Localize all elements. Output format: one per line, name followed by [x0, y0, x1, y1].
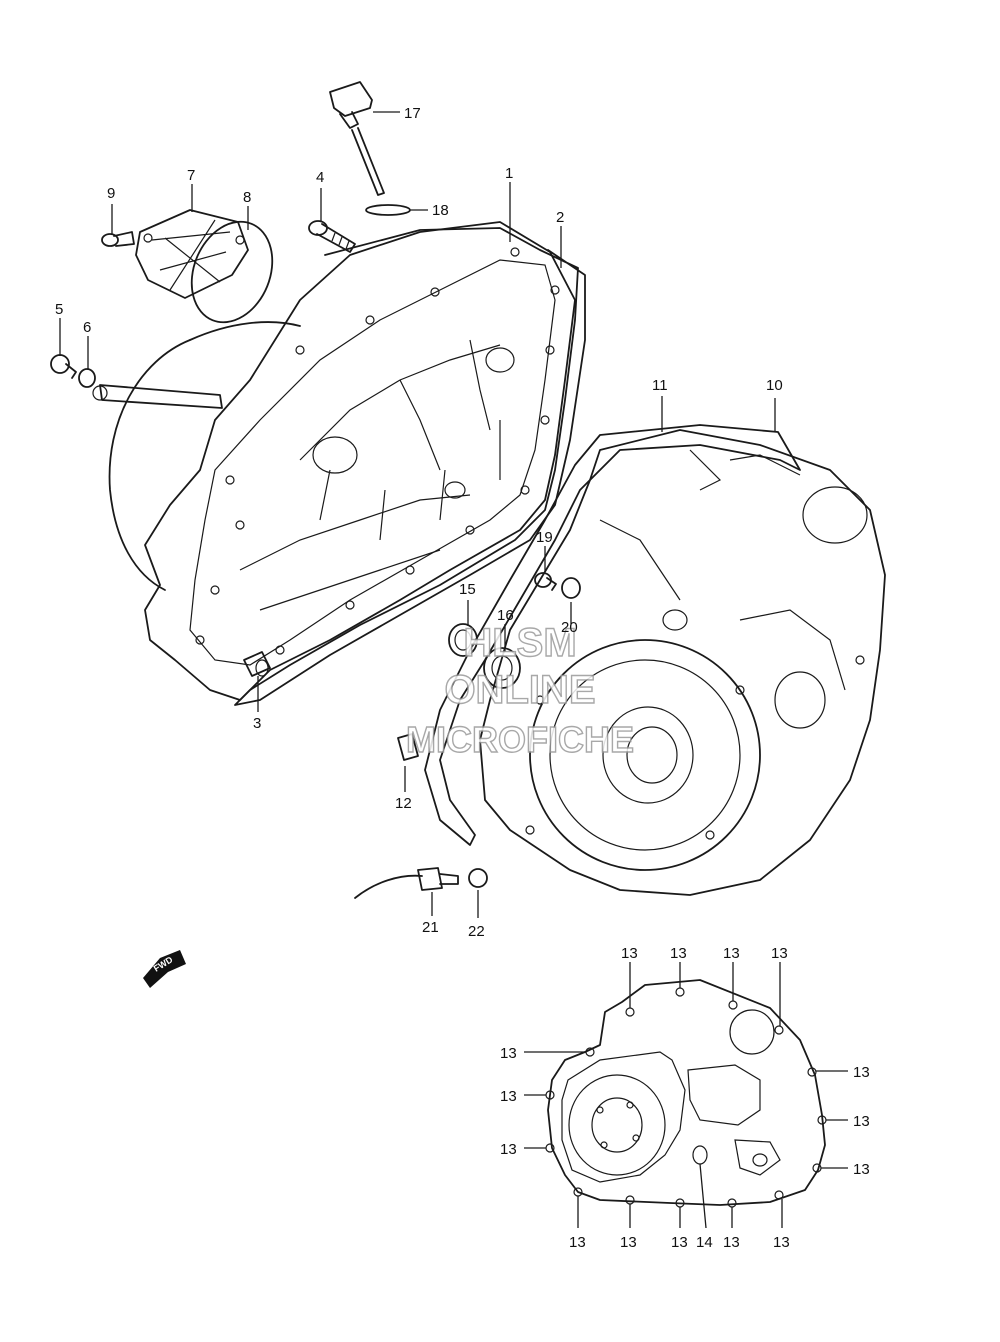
callout-13: 13	[500, 1045, 517, 1062]
gasket-left	[234, 227, 586, 706]
callout-6: 6	[83, 319, 91, 336]
callout-13: 13	[500, 1141, 517, 1158]
callout-13: 13	[773, 1234, 790, 1251]
callout-12: 12	[395, 795, 412, 812]
watermark-line-2: ONLINE	[444, 668, 595, 712]
watermark: HLSM ONLINE MICROFICHE	[405, 620, 634, 760]
callout-labels: 17 18 4 1 2 7 8 9 5 6 3 11 10 19 15 16 2…	[55, 105, 870, 1251]
washer-22	[468, 868, 488, 888]
cover-cap-7	[135, 209, 249, 299]
callout-13: 13	[621, 945, 638, 962]
callout-15: 15	[459, 581, 476, 598]
washer-20	[561, 577, 581, 599]
callout-13: 13	[723, 945, 740, 962]
callout-13: 13	[500, 1088, 517, 1105]
seal-15	[448, 623, 478, 657]
callout-2: 2	[556, 209, 564, 226]
crankcase-cover-left	[92, 221, 576, 701]
plug-5	[50, 354, 77, 379]
bearing-16	[483, 647, 521, 689]
callout-7: 7	[187, 167, 195, 184]
callout-20: 20	[561, 619, 578, 636]
callout-8: 8	[243, 189, 251, 206]
callout-13: 13	[853, 1161, 870, 1178]
leader-lines	[59, 111, 848, 1229]
o-ring-8	[190, 220, 274, 324]
callout-13: 13	[853, 1064, 870, 1081]
callout-16: 16	[497, 607, 514, 624]
callout-13: 13	[620, 1234, 637, 1251]
sensor-21	[354, 867, 459, 899]
washer-6	[78, 368, 96, 388]
dowel-pin-3	[243, 651, 271, 677]
callout-17: 17	[404, 105, 421, 122]
callout-18: 18	[432, 202, 449, 219]
bolt-9	[101, 231, 135, 247]
watermark-line-1: HLSM	[463, 621, 576, 665]
callout-21: 21	[422, 919, 439, 936]
callout-9: 9	[107, 185, 115, 202]
bolt-19	[534, 572, 557, 591]
clutch-cover-14	[545, 979, 827, 1208]
o-ring-18	[365, 204, 411, 216]
callout-11: 11	[652, 377, 668, 394]
callout-3: 3	[253, 715, 261, 732]
callout-13: 13	[853, 1113, 870, 1130]
crankcase-right	[479, 429, 886, 896]
forward-direction-arrow-icon: FWD	[143, 950, 186, 988]
bolt-4	[308, 220, 356, 253]
callout-1: 1	[505, 165, 513, 182]
callout-13: 13	[771, 945, 788, 962]
callout-5: 5	[55, 301, 63, 318]
callout-22: 22	[468, 923, 485, 940]
oil-dipstick-17	[329, 81, 385, 196]
callout-4: 4	[316, 169, 324, 186]
watermark-line-3: MICROFICHE	[406, 719, 634, 760]
callout-13: 13	[569, 1234, 586, 1251]
callout-14: 14	[696, 1234, 713, 1251]
callout-13: 13	[670, 945, 687, 962]
callout-13: 13	[723, 1234, 740, 1251]
dowel-pin-12	[397, 733, 419, 761]
callout-10: 10	[766, 377, 783, 394]
callout-19: 19	[536, 529, 553, 546]
callout-13: 13	[671, 1234, 688, 1251]
